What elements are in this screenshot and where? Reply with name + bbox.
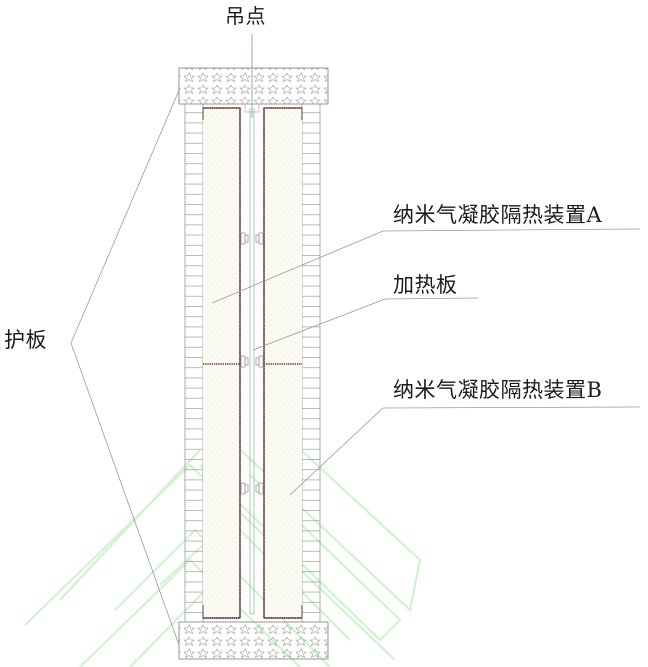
label-aerogel-device-b: 纳米气凝胶隔热装置B — [393, 378, 603, 402]
leader-guard-plate — [70, 87, 181, 646]
leader-lines — [70, 87, 641, 646]
leader-heating-plate — [252, 297, 479, 351]
label-heating-plate: 加热板 — [393, 273, 458, 297]
clamp-brackets — [240, 232, 264, 495]
clamp-middle — [240, 355, 264, 368]
clamp-upper — [240, 232, 264, 245]
heating-plate — [244, 103, 260, 615]
top-slab — [178, 67, 329, 105]
leader-aerogel-b — [289, 406, 641, 496]
leader-aerogel-a — [211, 228, 641, 304]
bottom-slab — [178, 621, 329, 660]
clamp-lower — [240, 482, 264, 495]
aerogel-panel-left — [202, 107, 241, 619]
aerogel-panel-right — [263, 107, 303, 619]
right-guard-plate — [301, 103, 321, 623]
left-guard-plate — [184, 103, 204, 623]
label-guard-plate: 护板 — [4, 328, 47, 352]
label-hanging-point: 吊点 — [225, 4, 266, 28]
label-aerogel-device-a: 纳米气凝胶隔热装置A — [393, 203, 603, 227]
